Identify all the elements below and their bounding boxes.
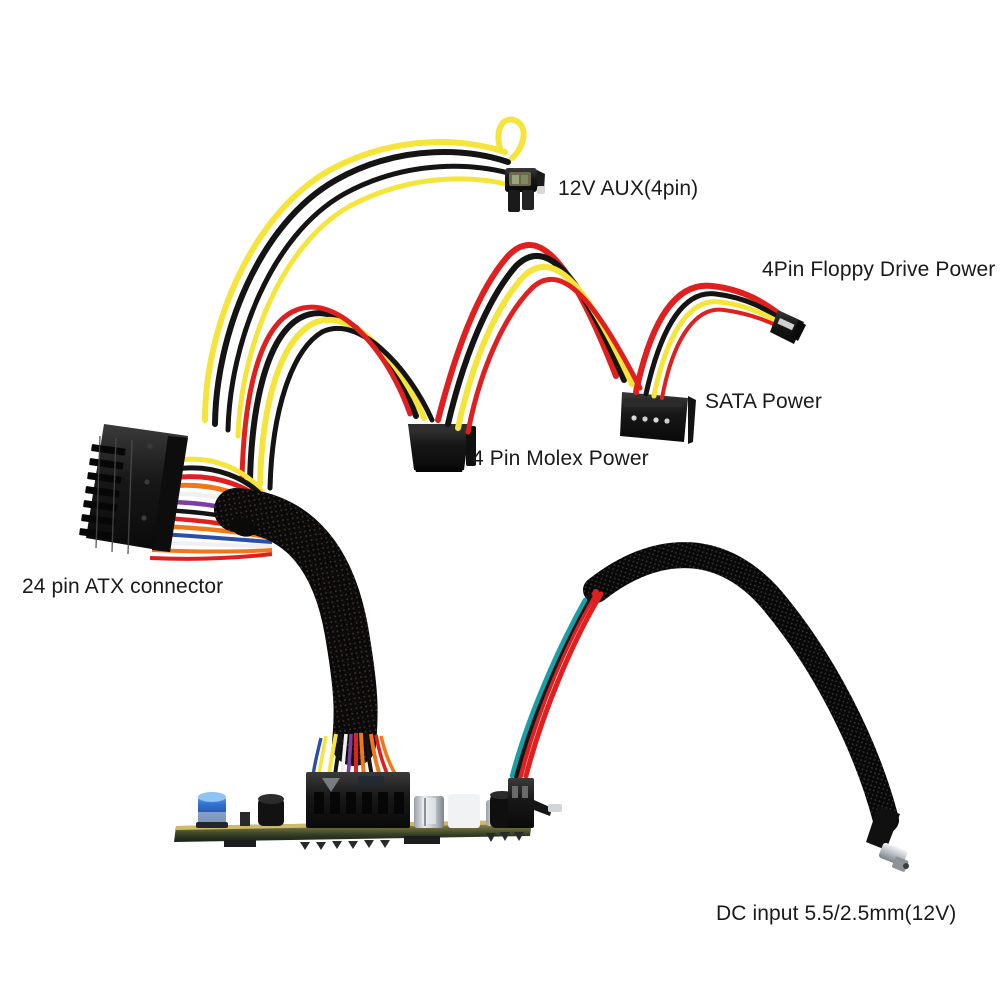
blue-capacitor	[196, 792, 228, 828]
dc-input-wires	[509, 589, 604, 779]
dc-barrel-plug	[866, 806, 909, 872]
molex-4pin-connector	[408, 424, 476, 472]
silver-capacitors-right	[424, 798, 426, 826]
pcb-header-wires	[311, 732, 398, 777]
silver-capacitors	[414, 794, 480, 828]
floppy-cable	[633, 282, 793, 400]
label-molex-power: 4 Pin Molex Power	[472, 447, 649, 470]
label-12v-aux: 12V AUX(4pin)	[558, 177, 699, 200]
pcb-wire-header	[306, 772, 410, 828]
label-dc-input: DC input 5.5/2.5mm(12V)	[716, 902, 957, 925]
label-sata-power: SATA Power	[705, 390, 822, 413]
aux-12v-cable	[202, 116, 527, 439]
label-floppy-power: 4Pin Floppy Drive Power	[762, 258, 996, 281]
pcb-dc-header	[508, 778, 562, 828]
label-atx-connector: 24 pin ATX connector	[22, 575, 224, 598]
braided-sleeve-dc	[583, 542, 899, 833]
atx-24pin-connector	[79, 424, 188, 555]
molex-cable	[239, 304, 435, 491]
sata-cable	[435, 242, 643, 435]
black-capacitor-left	[258, 794, 284, 826]
12v-aux-4pin-connector	[505, 168, 545, 212]
sata-power-connector	[620, 392, 696, 444]
braided-sleeve-main	[214, 488, 378, 766]
pcb-board	[174, 772, 562, 850]
4pin-floppy-connector	[770, 310, 806, 344]
